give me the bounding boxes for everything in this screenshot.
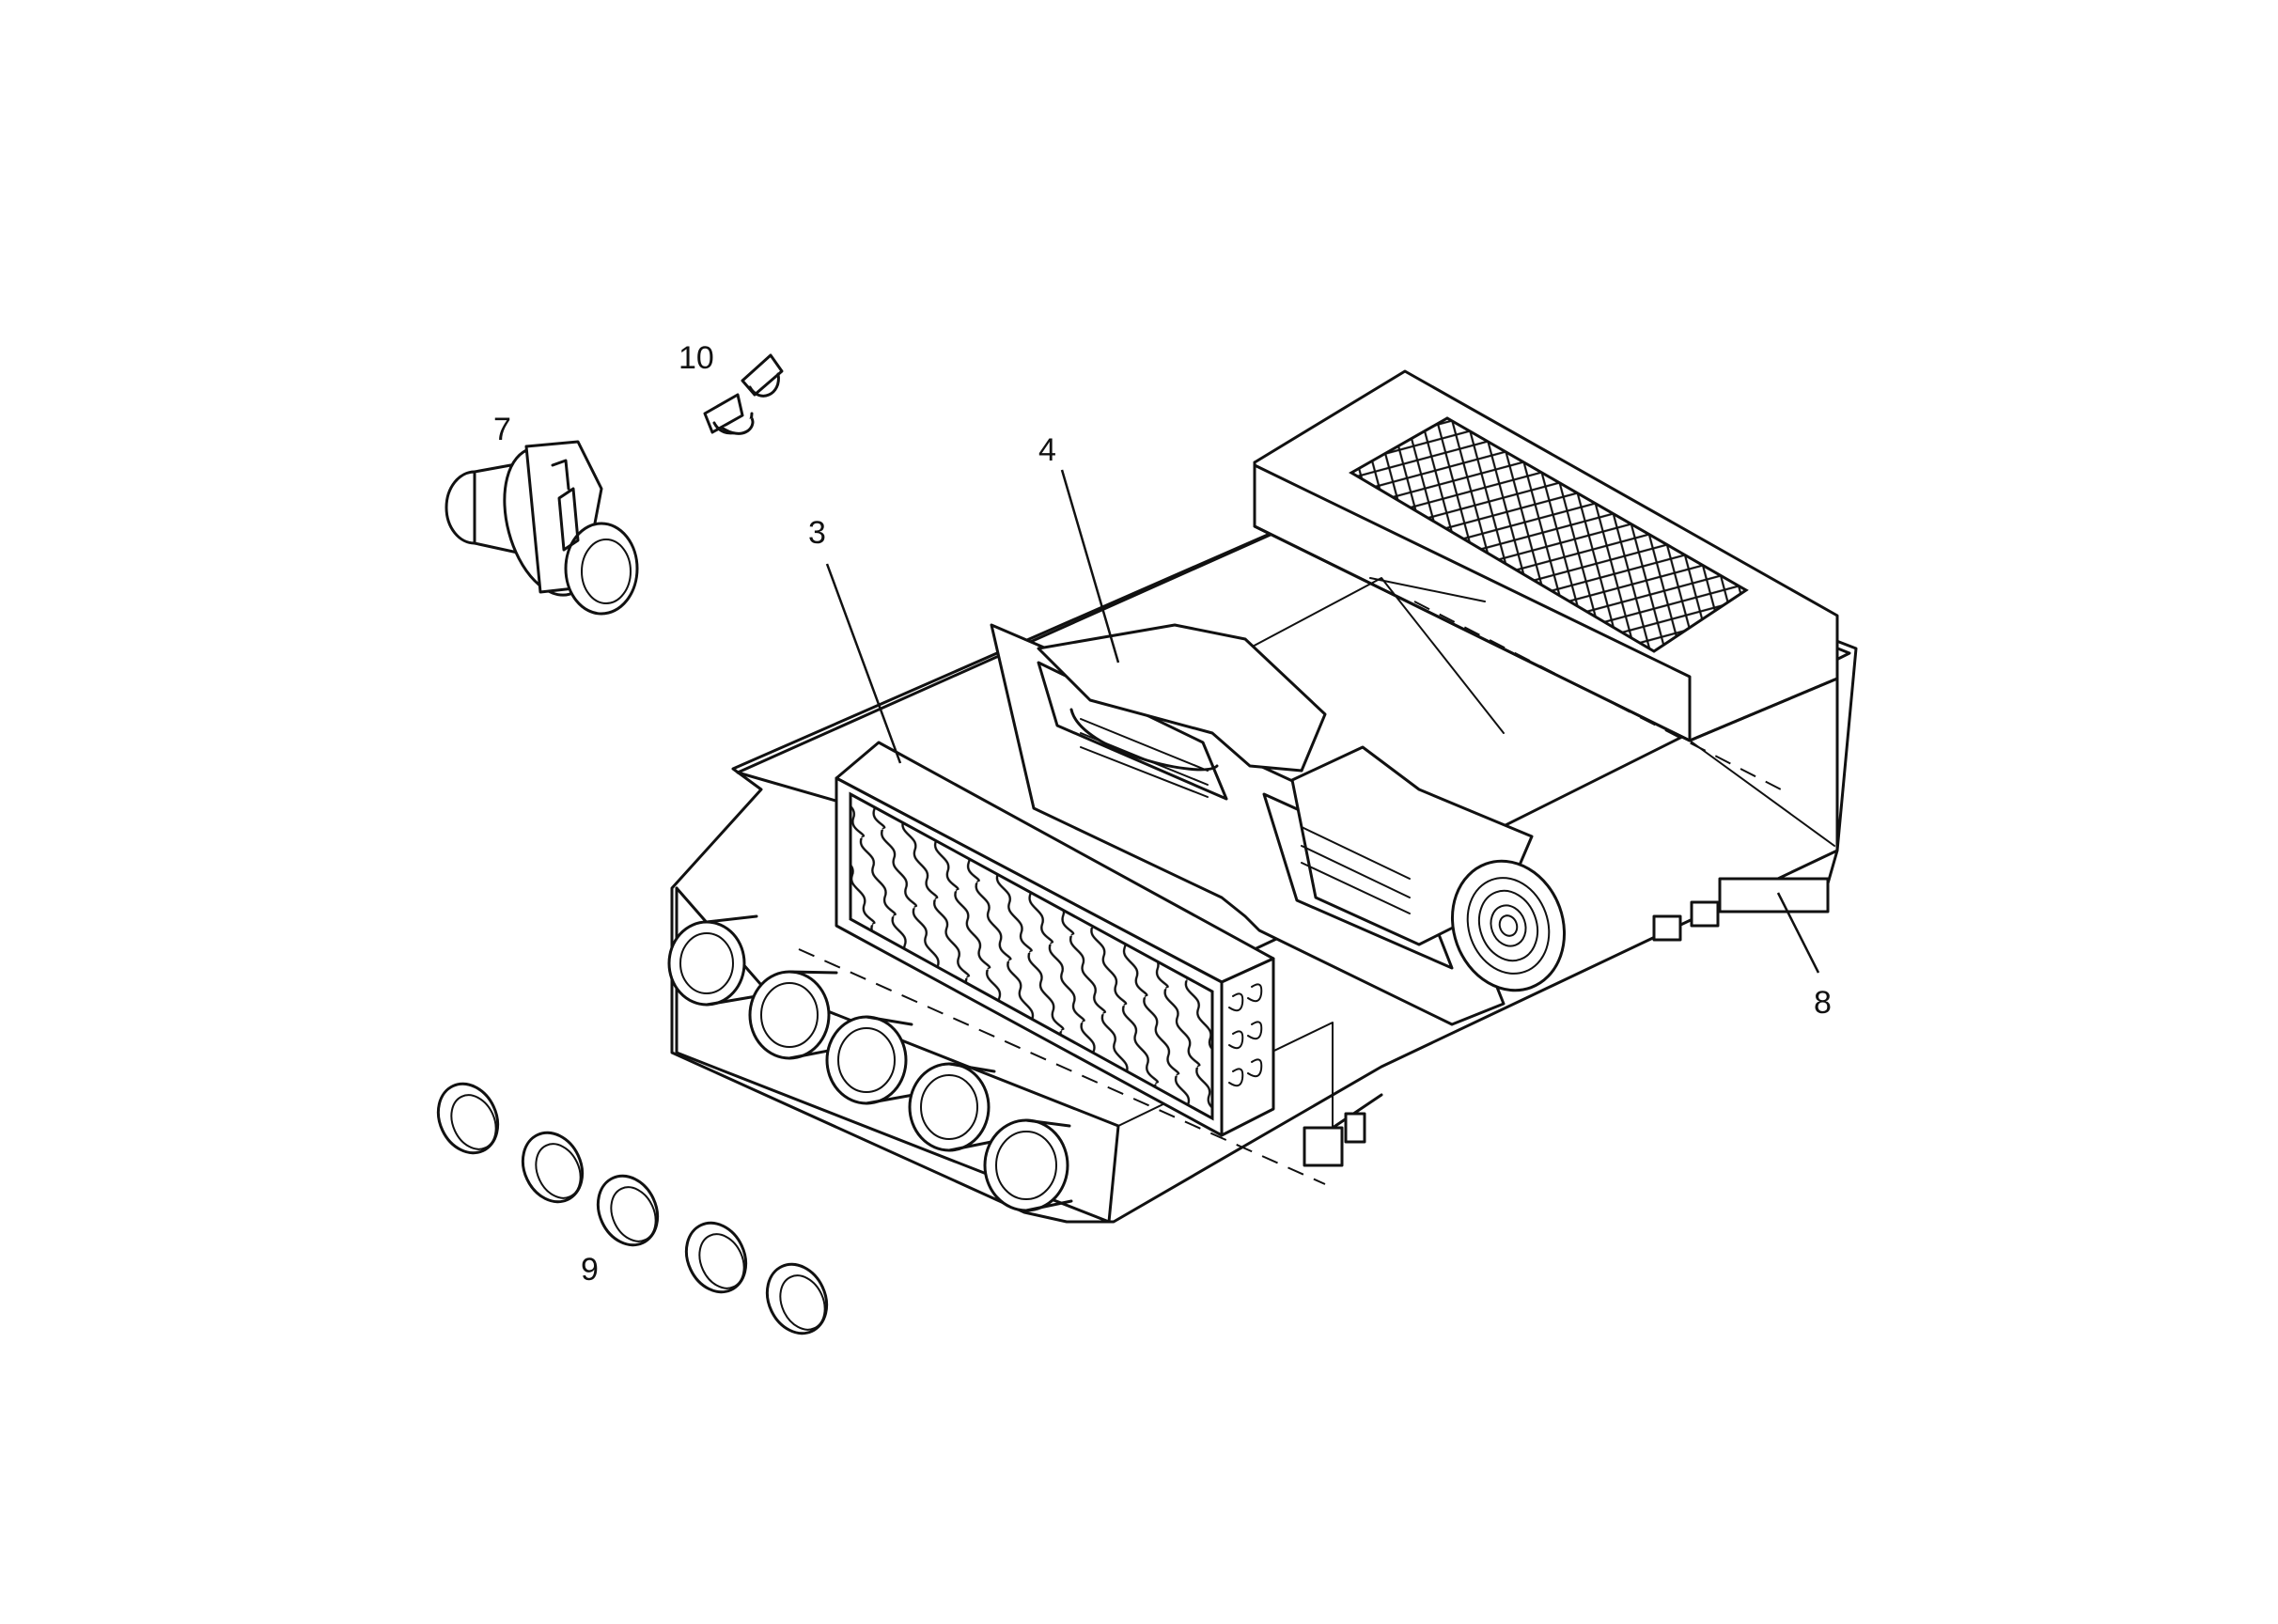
- clip-part: [703, 353, 784, 435]
- end-cap: [765, 1262, 829, 1335]
- outlet-stubs: [667, 914, 1073, 1212]
- fan-housing-upper: [1037, 623, 1327, 773]
- core-end-tank: [1220, 957, 1275, 1137]
- outlet-stub: [908, 1062, 998, 1152]
- leader-line-3: [825, 563, 902, 764]
- callout-9: 9: [581, 1252, 599, 1288]
- callout-7: 7: [493, 412, 511, 447]
- end-caps: [436, 1082, 829, 1335]
- core-fins: [849, 791, 1214, 1121]
- heater-core: [835, 741, 1275, 1137]
- outlet-stub: [983, 1118, 1073, 1212]
- motor-coil: [1450, 859, 1567, 992]
- leader-line-8: [1776, 892, 1820, 974]
- outlet-stub: [667, 914, 758, 1007]
- end-cap: [684, 1221, 748, 1294]
- mesh-grille: [1349, 416, 1749, 653]
- callout-10: 10: [679, 340, 714, 376]
- outlet-stub: [825, 1015, 915, 1105]
- callout-8: 8: [1814, 985, 1832, 1021]
- callout-4: 4: [1038, 432, 1056, 468]
- leader-line-4: [1060, 469, 1120, 664]
- valve-part: [445, 440, 639, 616]
- end-cap: [596, 1174, 660, 1247]
- end-cap: [521, 1131, 585, 1204]
- end-cap: [436, 1082, 500, 1155]
- callout-3: 3: [808, 515, 826, 551]
- blower-assembly: [990, 623, 1567, 1026]
